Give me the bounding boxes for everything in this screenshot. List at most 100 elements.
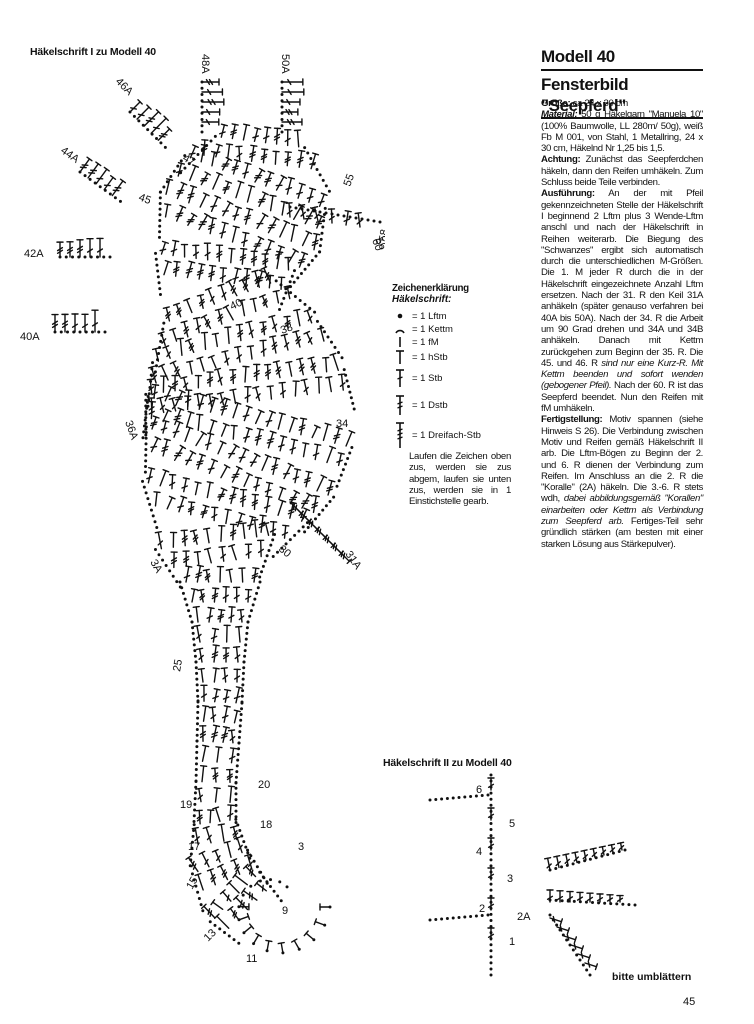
chart-stitch (303, 267, 307, 271)
chart-stitch (242, 171, 249, 175)
chart-stitch (235, 764, 239, 768)
chart-stitch (159, 141, 163, 145)
chart-stitch (210, 355, 217, 369)
chart-stitch (234, 205, 242, 209)
chart-stitch (280, 99, 284, 103)
chart-stitch (260, 153, 268, 158)
chart-stitch (276, 894, 280, 898)
chart-stitch (144, 464, 148, 468)
chart-stitch (211, 595, 219, 600)
legend-item: = 1 Kettm (392, 322, 453, 336)
chart-stitch (254, 437, 262, 442)
chart-stitch (245, 631, 249, 635)
chart-row-label: 48A (199, 54, 211, 74)
chart-stitch (189, 345, 195, 352)
chart-stitch (243, 274, 251, 279)
chart-stitch (543, 856, 552, 860)
chart-stitch (245, 551, 252, 556)
chain-dot-icon (392, 302, 408, 330)
chart-stitch (213, 913, 220, 920)
chart-stitch (238, 615, 245, 621)
chart-stitch (177, 505, 185, 508)
chart-stitch (272, 521, 275, 536)
chart-stitch (200, 99, 204, 103)
chart-stitch (183, 558, 190, 563)
chart-stitch (243, 649, 247, 653)
chart-stitch (183, 154, 187, 158)
chart-stitch (262, 298, 267, 305)
chart-stitch (261, 148, 269, 151)
chart-stitch (236, 823, 240, 827)
chart-stitch (237, 747, 241, 751)
chart-stitch (213, 923, 217, 927)
chart-stitch (147, 392, 151, 396)
chart-stitch (549, 917, 563, 923)
chart-stitch (300, 207, 304, 211)
size-label: Größe: (541, 98, 571, 109)
chart-stitch (261, 884, 264, 892)
chart-stitch (174, 366, 179, 373)
chart-stitch (240, 247, 248, 250)
chart-stitch (239, 899, 243, 907)
chart-row-label: 34 (336, 418, 348, 430)
chart-stitch (249, 609, 253, 613)
chart-stitch (196, 393, 201, 409)
chart-stitch (572, 899, 576, 903)
chart-stitch (559, 918, 564, 926)
chart-stitch (51, 320, 59, 325)
chart-stitch (253, 484, 260, 488)
chart-stitch (303, 479, 311, 484)
chart-stitch (206, 481, 211, 499)
chart-stitch (242, 231, 250, 235)
chart-stitch (573, 936, 578, 944)
chart-stitch (84, 330, 88, 334)
chart-stitch (255, 591, 259, 595)
chart-stitch (233, 443, 240, 449)
chart-stitch (291, 439, 296, 455)
chart-stitch (208, 270, 216, 275)
chart-stitch (205, 528, 210, 544)
chart-stitch (552, 915, 556, 923)
chart-stitch (489, 912, 493, 916)
chart-stitch (213, 667, 217, 683)
chart-stitch (280, 389, 286, 395)
chart-stitch (154, 364, 158, 368)
chart-stitch (147, 365, 156, 369)
chart-stitch (242, 447, 250, 452)
chart-stitch (192, 251, 200, 257)
chart-stitch (565, 853, 569, 866)
chart-stitch (192, 823, 196, 827)
chart-stitch (340, 356, 344, 360)
chart-stitch (200, 111, 204, 115)
chart-stitch (324, 211, 328, 215)
chart-stitch (237, 735, 241, 739)
chart-stitch (222, 725, 231, 729)
chart-stitch (280, 111, 284, 115)
chart-stitch (209, 420, 215, 434)
chart-stitch (264, 489, 272, 493)
chart-stitch (293, 489, 301, 495)
chart-stitch (213, 367, 222, 371)
chart-row-label: 40 (228, 297, 244, 313)
chart-stitch (166, 351, 172, 358)
chart-stitch (580, 951, 584, 959)
chart-stitch (195, 324, 202, 331)
chart-stitch (190, 587, 199, 591)
chart-stitch (206, 88, 212, 96)
chart-stitch (280, 302, 284, 306)
chart-stitch (339, 473, 343, 477)
chart-stitch (199, 357, 205, 372)
chart-stitch (216, 746, 220, 763)
chart-stitch (258, 580, 262, 584)
chart-stitch (236, 837, 243, 854)
chart-stitch (254, 242, 262, 245)
chart-stitch (218, 545, 226, 548)
chart-stitch (319, 237, 323, 241)
chart-stitch (617, 850, 621, 854)
legend-item: = 1 hStb (392, 350, 448, 364)
chart-stitch (264, 180, 272, 183)
chart-stitch (200, 510, 208, 513)
chart-stitch (236, 758, 240, 762)
chart-stitch (222, 188, 230, 191)
chart-stitch (180, 376, 188, 379)
